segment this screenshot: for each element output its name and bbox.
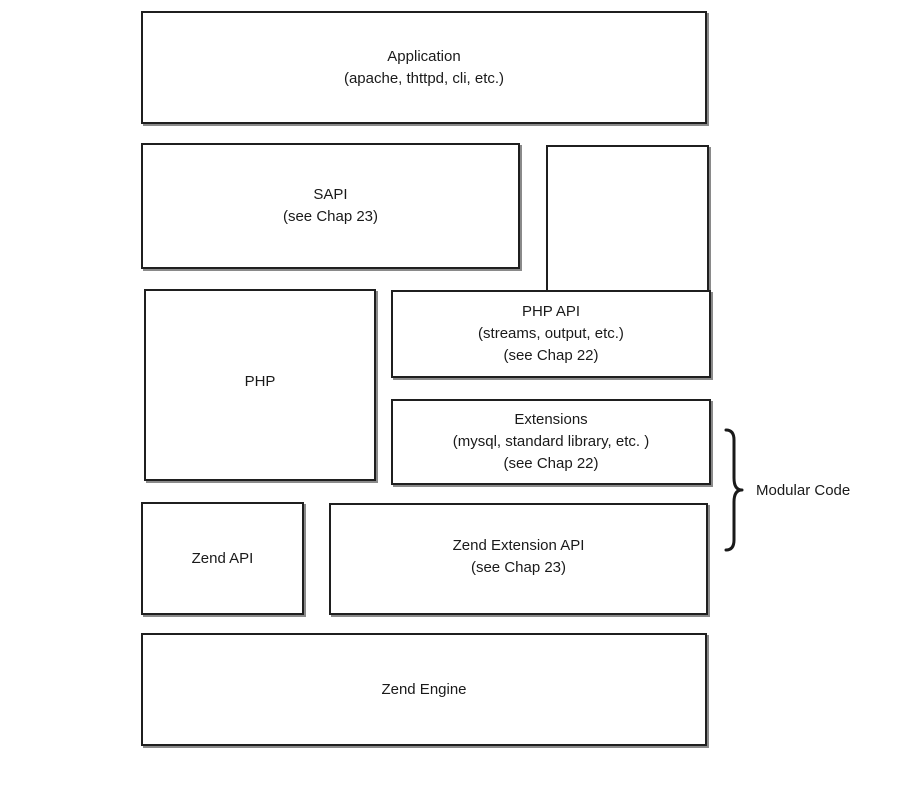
sapi-reference: (see Chap 23) bbox=[282, 208, 379, 225]
zend-api-layer: Zend API bbox=[141, 502, 304, 615]
application-title: Application bbox=[387, 47, 461, 65]
zend-extension-api-title: Zend Extension API bbox=[452, 537, 585, 554]
zend-engine-layer: Zend Engine bbox=[141, 633, 707, 746]
modular-code-label: Modular Code bbox=[756, 482, 851, 499]
extensions-subtitle: (mysql, standard library, etc. ) bbox=[452, 433, 650, 450]
php-api-subtitle: (streams, output, etc.) bbox=[478, 325, 624, 342]
php-title: PHP bbox=[244, 373, 276, 390]
php-api-layer: PHP API (streams, output, etc.) (see Cha… bbox=[391, 290, 711, 378]
sapi-title: SAPI bbox=[313, 186, 348, 203]
extensions-layer: Extensions (mysql, standard library, etc… bbox=[391, 399, 711, 485]
sapi-layer: SAPI (see Chap 23) bbox=[141, 143, 520, 269]
zend-extension-api-layer: Zend Extension API (see Chap 23) bbox=[329, 503, 708, 615]
extensions-reference: (see Chap 22) bbox=[503, 455, 599, 472]
application-layer: Application (apache, thttpd, cli, etc.) bbox=[141, 11, 707, 124]
curly-brace-icon bbox=[724, 428, 744, 552]
zend-api-title: Zend API bbox=[191, 549, 254, 567]
php-layer: PHP bbox=[144, 289, 376, 481]
application-subtitle: (apache, thttpd, cli, etc.) bbox=[343, 69, 505, 87]
zend-engine-title: Zend Engine bbox=[381, 680, 467, 698]
extensions-title: Extensions bbox=[514, 411, 588, 428]
php-api-title: PHP API bbox=[521, 303, 581, 320]
zend-extension-api-reference: (see Chap 23) bbox=[470, 559, 567, 576]
blank-layer-box bbox=[546, 145, 709, 293]
php-api-reference: (see Chap 22) bbox=[503, 347, 599, 364]
